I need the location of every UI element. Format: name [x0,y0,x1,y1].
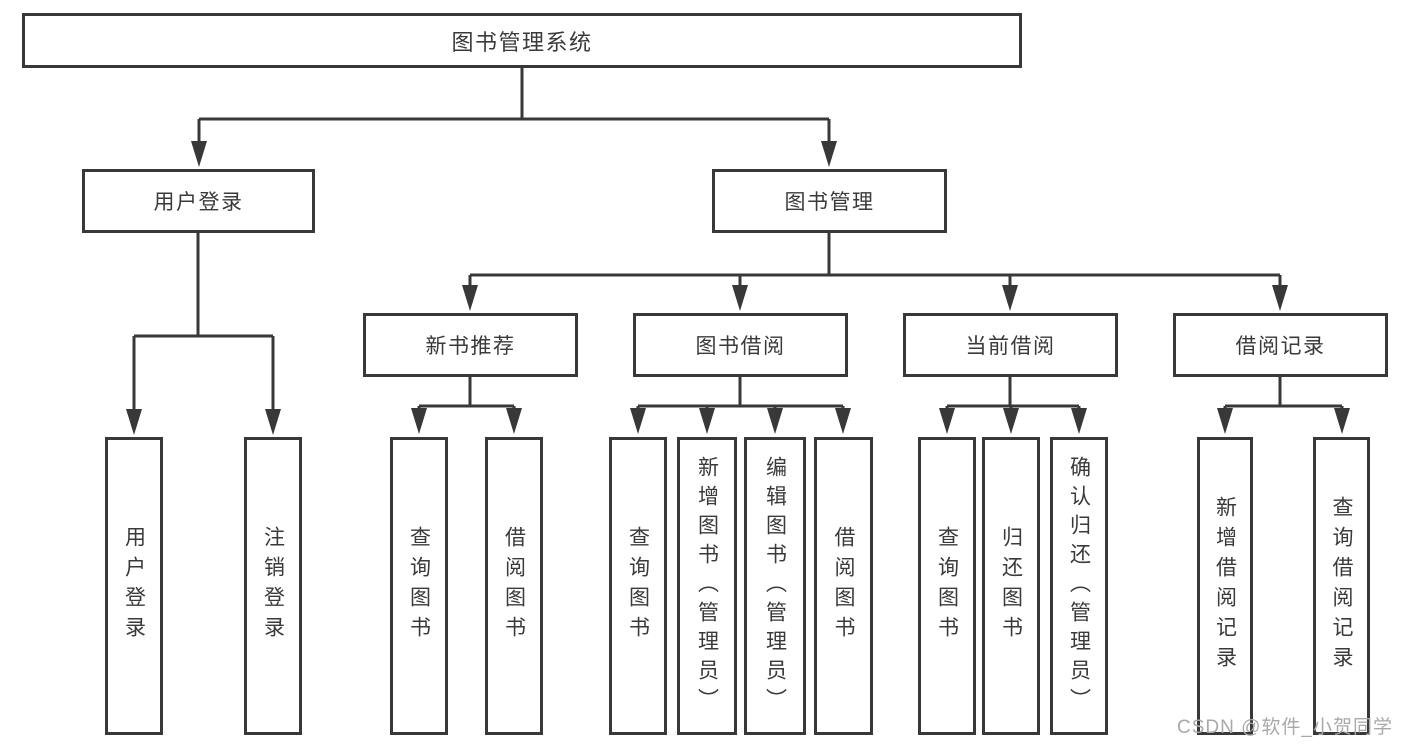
node-label: 查询图书 [626,526,650,646]
node-label: 图书管理 [784,191,875,214]
arrowheads [126,141,1350,435]
node-label: 新书推荐 [425,335,516,358]
node-current-borrowing: 当前借阅 [903,313,1118,377]
leaf-query-books-current: 查询图书 [918,437,976,735]
csdn-watermark: CSDN @软件_小贺同学 [1177,717,1393,738]
node-label: 归还图书 [999,526,1023,646]
node-label: 确认归还（管理员） [1067,455,1091,717]
node-book-borrowing: 图书借阅 [633,313,848,377]
node-label: 新增借阅记录 [1213,496,1237,676]
leaf-confirm-return-admin: 确认归还（管理员） [1050,437,1108,735]
leaf-query-books-recommend: 查询图书 [390,437,448,735]
node-label: 编辑图书（管理员） [763,455,787,717]
leaf-add-book-admin: 新增图书（管理员） [677,437,737,735]
node-label: 查询图书 [935,526,959,646]
leaf-logout: 注销登录 [244,437,302,735]
leaf-add-borrow-record: 新增借阅记录 [1197,437,1253,735]
node-label: 借阅图书 [502,526,526,646]
node-library-management-system: 图书管理系统 [22,13,1022,68]
node-borrowing-records: 借阅记录 [1173,313,1388,377]
node-label: 注销登录 [261,526,285,646]
node-label: 图书借阅 [695,335,786,358]
node-user-login-branch: 用户登录 [82,169,315,233]
node-label: 用户登录 [122,526,146,646]
node-label: 查询图书 [407,526,431,646]
leaf-return-book: 归还图书 [982,437,1040,735]
node-label: 查询借阅记录 [1330,496,1353,676]
leaf-query-books-borrow: 查询图书 [609,437,667,735]
node-new-book-recommendation: 新书推荐 [363,313,578,377]
leaf-query-borrow-record: 查询借阅记录 [1313,437,1370,735]
leaf-borrow-books: 借阅图书 [814,437,873,735]
leaf-borrow-books-recommend: 借阅图书 [485,437,543,735]
node-book-management-branch: 图书管理 [712,169,947,233]
node-label: 新增图书（管理员） [695,455,719,717]
node-label: 用户登录 [153,191,244,214]
node-label: 借阅记录 [1235,335,1326,358]
node-label: 当前借阅 [965,335,1056,358]
leaf-edit-book-admin: 编辑图书（管理员） [744,437,806,735]
node-label: 图书管理系统 [451,29,593,55]
leaf-user-login: 用户登录 [105,437,163,735]
node-label: 借阅图书 [832,526,855,646]
